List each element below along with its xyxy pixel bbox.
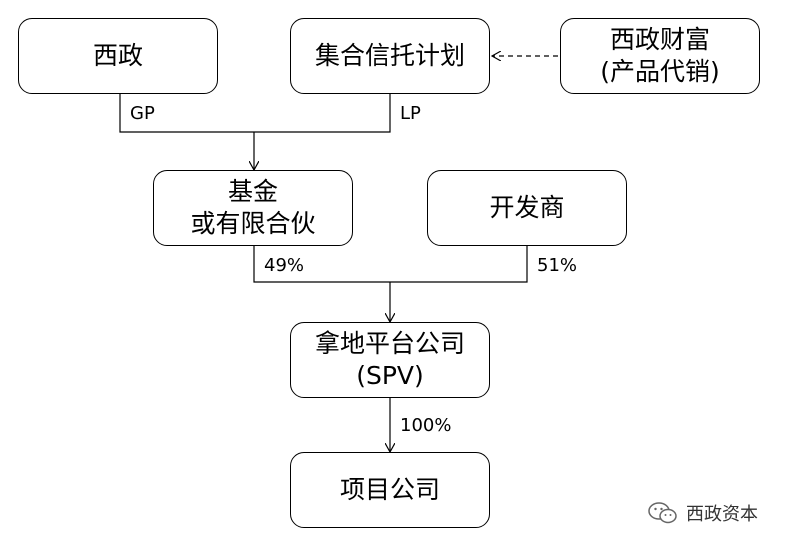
gp-connector xyxy=(119,94,254,133)
edge-label-fund-share: 49% xyxy=(264,255,305,276)
node-trust-plan-label: 集合信托计划 xyxy=(314,41,465,70)
node-spv-label-2: (SPV) xyxy=(356,361,424,390)
node-project: 项目公司 xyxy=(290,452,490,528)
node-fund: 基金 或有限合伙 xyxy=(153,170,353,246)
node-project-label: 项目公司 xyxy=(339,475,440,504)
watermark: 西政资本 xyxy=(648,500,758,526)
node-xizheng-label: 西政 xyxy=(92,41,143,70)
developer-connector xyxy=(390,246,528,283)
node-fund-label-1: 基金 xyxy=(227,177,278,206)
node-wealth: 西政财富 (产品代销) xyxy=(560,18,760,94)
node-spv-label-1: 拿地平台公司 xyxy=(314,329,465,358)
node-developer-label: 开发商 xyxy=(489,193,565,222)
node-spv: 拿地平台公司 (SPV) xyxy=(290,322,490,398)
fund-connector xyxy=(253,246,390,283)
node-wealth-label-1: 西政财富 xyxy=(609,25,710,54)
edge-label-spv-share: 100% xyxy=(400,415,452,436)
edge-label-developer-share: 51% xyxy=(537,255,578,276)
wechat-icon xyxy=(648,502,677,524)
watermark-text: 西政资本 xyxy=(686,504,758,525)
node-fund-label-2: 或有限合伙 xyxy=(190,209,316,238)
node-trust-plan: 集合信托计划 xyxy=(290,18,490,94)
lp-connector xyxy=(254,94,391,133)
node-wealth-label-2: (产品代销) xyxy=(600,57,720,86)
node-developer: 开发商 xyxy=(427,170,627,246)
edge-label-gp: GP xyxy=(130,103,155,124)
edge-label-lp: LP xyxy=(400,103,421,124)
node-xizheng: 西政 xyxy=(18,18,218,94)
